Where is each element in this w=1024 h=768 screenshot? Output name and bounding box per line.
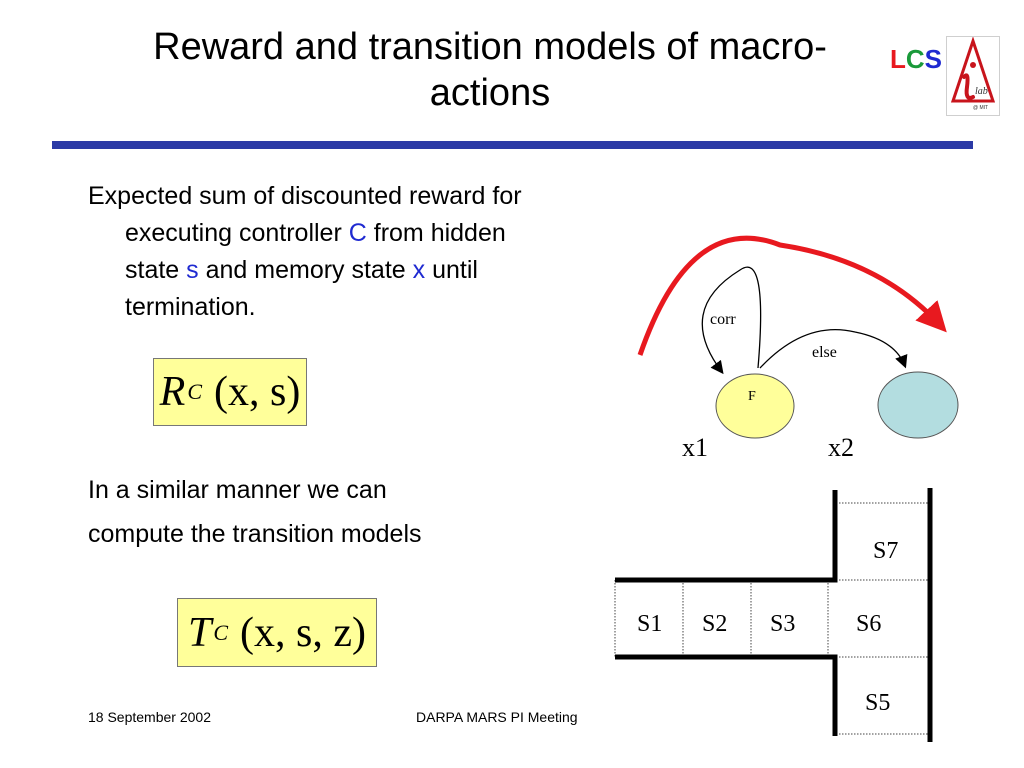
node-f <box>715 373 795 439</box>
transition-desc-line-2: compute the transition models <box>88 520 422 548</box>
transition-description: In a similar manner we can compute the t… <box>88 472 608 560</box>
logo-mit-text: @ MIT <box>973 105 988 111</box>
lcs-logo: LCS <box>890 44 942 75</box>
else-label: else <box>812 344 837 361</box>
controller-variable: C <box>348 219 367 247</box>
x2-label: x2 <box>828 433 854 462</box>
corr-label: corr <box>710 311 736 328</box>
footer-meeting: DARPA MARS PI Meeting <box>416 709 578 725</box>
logo-letter-l: L <box>890 44 906 74</box>
cell-s6: S6 <box>856 611 881 637</box>
logo-letter-c: C <box>905 44 925 74</box>
title-line-2: actions <box>429 72 551 114</box>
memory-variable: x <box>412 256 426 284</box>
reward-desc-line-1: Expected sum of discounted reward for <box>88 182 522 210</box>
transition-desc-line-1: In a similar manner we can <box>88 476 387 504</box>
reward-desc-line-4: termination. <box>125 293 256 321</box>
title-divider <box>52 141 973 149</box>
else-edge <box>759 328 908 369</box>
ai-lab-logo-graphic: lab @ MIT <box>950 36 996 111</box>
reward-symbol: R <box>159 369 186 415</box>
i-dot-icon <box>970 62 976 68</box>
title-line-1: Reward and transition models of macro- <box>153 26 827 68</box>
x1-label: x1 <box>682 433 708 462</box>
corr-edge <box>701 266 762 375</box>
footer-date: 18 September 2002 <box>88 709 211 725</box>
logo-lab-text: lab <box>975 86 988 97</box>
cell-s5: S5 <box>865 690 890 716</box>
reward-desc-line-3: state s and memory state x until <box>125 256 478 284</box>
node-f-label: F <box>748 389 756 404</box>
cell-s7: S7 <box>873 538 898 564</box>
reward-description: Expected sum of discounted reward for ex… <box>88 178 648 326</box>
controller-diagram: F corr else x1 x2 <box>637 235 959 462</box>
transition-args: (x, s, z) <box>240 609 366 656</box>
i-letter-icon <box>962 73 975 100</box>
triangle-icon <box>950 36 996 103</box>
state-variable: s <box>186 256 199 284</box>
reward-args: (x, s) <box>214 369 301 415</box>
termination-arrow <box>637 235 947 356</box>
transition-superscript: C <box>213 619 229 645</box>
reward-superscript: C <box>187 379 202 404</box>
cell-s3: S3 <box>770 611 795 637</box>
node-x2 <box>877 371 959 439</box>
cell-s1: S1 <box>637 611 662 637</box>
logo-letter-s: S <box>924 44 943 74</box>
slide-title: Reward and transition models of macro- a… <box>40 24 940 116</box>
cell-s2: S2 <box>702 611 727 637</box>
state-grid: S1 S2 S3 S6 S7 S5 <box>614 488 933 742</box>
transition-symbol: T <box>187 609 212 656</box>
ai-lab-logo: lab @ MIT <box>946 36 1000 116</box>
reward-desc-line-2: executing controller C from hidden <box>125 219 506 247</box>
